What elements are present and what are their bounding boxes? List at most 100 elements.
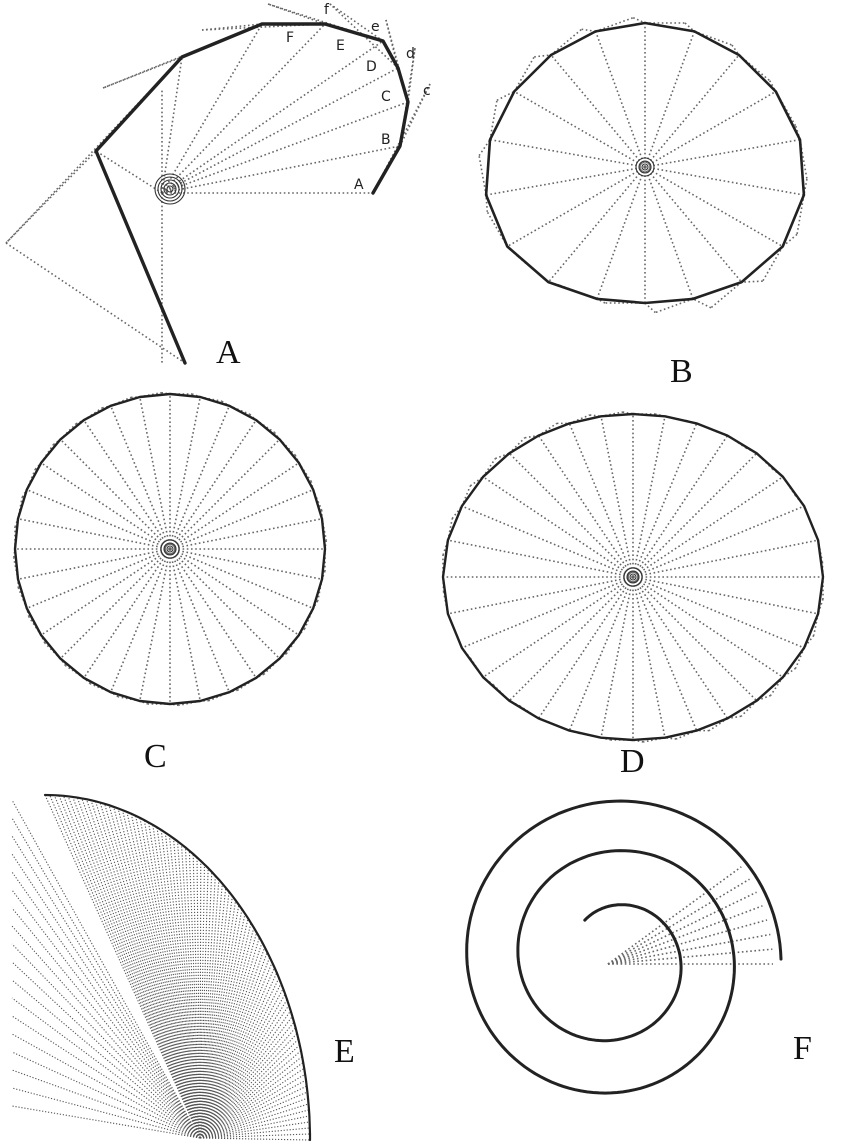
panel-e-radius [139,817,201,1139]
b-radius [644,166,694,300]
panel-e-radius [199,932,258,1139]
origin-ring [623,567,643,587]
d-radius [632,576,805,649]
d-tick [794,647,805,669]
panel-e-radius [184,847,201,1139]
c-radius [169,396,202,550]
b-radius [485,166,646,196]
d-radius [568,423,634,578]
panel-e-label: E [334,1033,355,1070]
panel-e-radius [44,794,201,1139]
c-radius [26,488,171,550]
panel-e-radius [199,904,240,1139]
panel-e-radius [199,1004,290,1139]
d-tick [643,736,666,743]
c-tick [321,518,328,541]
panel-e-radius [67,796,201,1139]
c-radius [59,438,171,550]
c-radius [169,548,202,702]
panel-f-radius [607,905,763,965]
panel-a-label: A [216,334,241,371]
d-radius [482,576,634,678]
c-radius [169,462,300,550]
d-radius [600,576,634,738]
panel-e-radius [199,1079,307,1139]
panel-f-construction-lines [607,866,773,965]
c-radius [138,548,171,702]
origin-ring [629,573,637,581]
c-tick [118,695,140,702]
origin-ring [154,173,186,205]
origin-ring [641,163,649,171]
panel-e-radius [199,860,202,1139]
panel-e-radius [49,794,201,1139]
d-radius [537,576,634,719]
panel-e-radius [199,891,230,1139]
panel-e-radius [188,850,201,1139]
panel-e-radius [199,1016,293,1139]
panel-f: F [465,799,812,1095]
b-radius [644,54,740,168]
panel-e-radius [156,827,201,1139]
panel-e-radius [199,900,237,1139]
origin-ring [163,182,177,196]
panel-e-radius [199,1103,309,1139]
panel-a-tick-link [399,83,431,147]
b-tick-link [496,90,515,101]
panel-e-radius [199,967,276,1139]
panel-a-radius [161,67,399,194]
panel-e-radius [199,972,278,1139]
panel-e-radius [11,979,201,1139]
panel-c-origin-marker [160,539,180,559]
panel-e-radius [11,835,201,1139]
panel-b-curve [484,21,806,305]
panel-e-curve [43,793,312,1142]
panel-a-outer-label-d: d [406,46,415,62]
panel-e-radius [199,918,249,1139]
d-radius [568,576,634,731]
d-tick [482,458,496,478]
panel-e-radius [199,1056,303,1139]
d-radius [508,576,634,702]
c-radius [109,405,171,550]
panel-a-outer-label-c: c [423,83,431,99]
panel-e-radius [11,1087,201,1139]
panel-a-tick-link [267,3,326,25]
panel-e-radius [108,805,201,1139]
panel-b-label: B [670,353,693,390]
c-tick [285,634,300,654]
panel-e-radius [117,808,201,1139]
c-radius [169,517,323,550]
c-radius [17,517,171,550]
panel-e-radius [180,844,201,1139]
panel-e-radius [199,1127,310,1139]
c-radius [169,488,314,550]
d-radius [632,576,819,615]
panel-a-origin-marker [154,173,186,205]
panel-f-label: F [793,1030,812,1067]
panel-a-tick-link [5,150,97,244]
b-radius [644,166,743,283]
c-tick [255,419,275,434]
b-tick [762,246,784,282]
panel-e-radius [160,829,201,1139]
panel-e-radius [121,809,201,1139]
b-radius [644,166,784,248]
b-radius [594,31,646,168]
panel-f-radius [607,919,768,965]
panel-e-radius [164,832,201,1139]
panel-e-radius [130,813,201,1139]
origin-ring [163,542,177,556]
c-tick [298,462,312,482]
panel-e-radius [199,993,286,1139]
panel-e-radius [95,801,201,1139]
panel-d-curve [441,412,825,742]
panel-e-radius [199,1061,304,1139]
c-tick [17,497,24,519]
panel-e-radius [11,961,201,1139]
panel-e-radius [199,883,223,1139]
d-tick [538,422,558,437]
panel-d: D [441,411,825,780]
c-tick [208,691,230,702]
